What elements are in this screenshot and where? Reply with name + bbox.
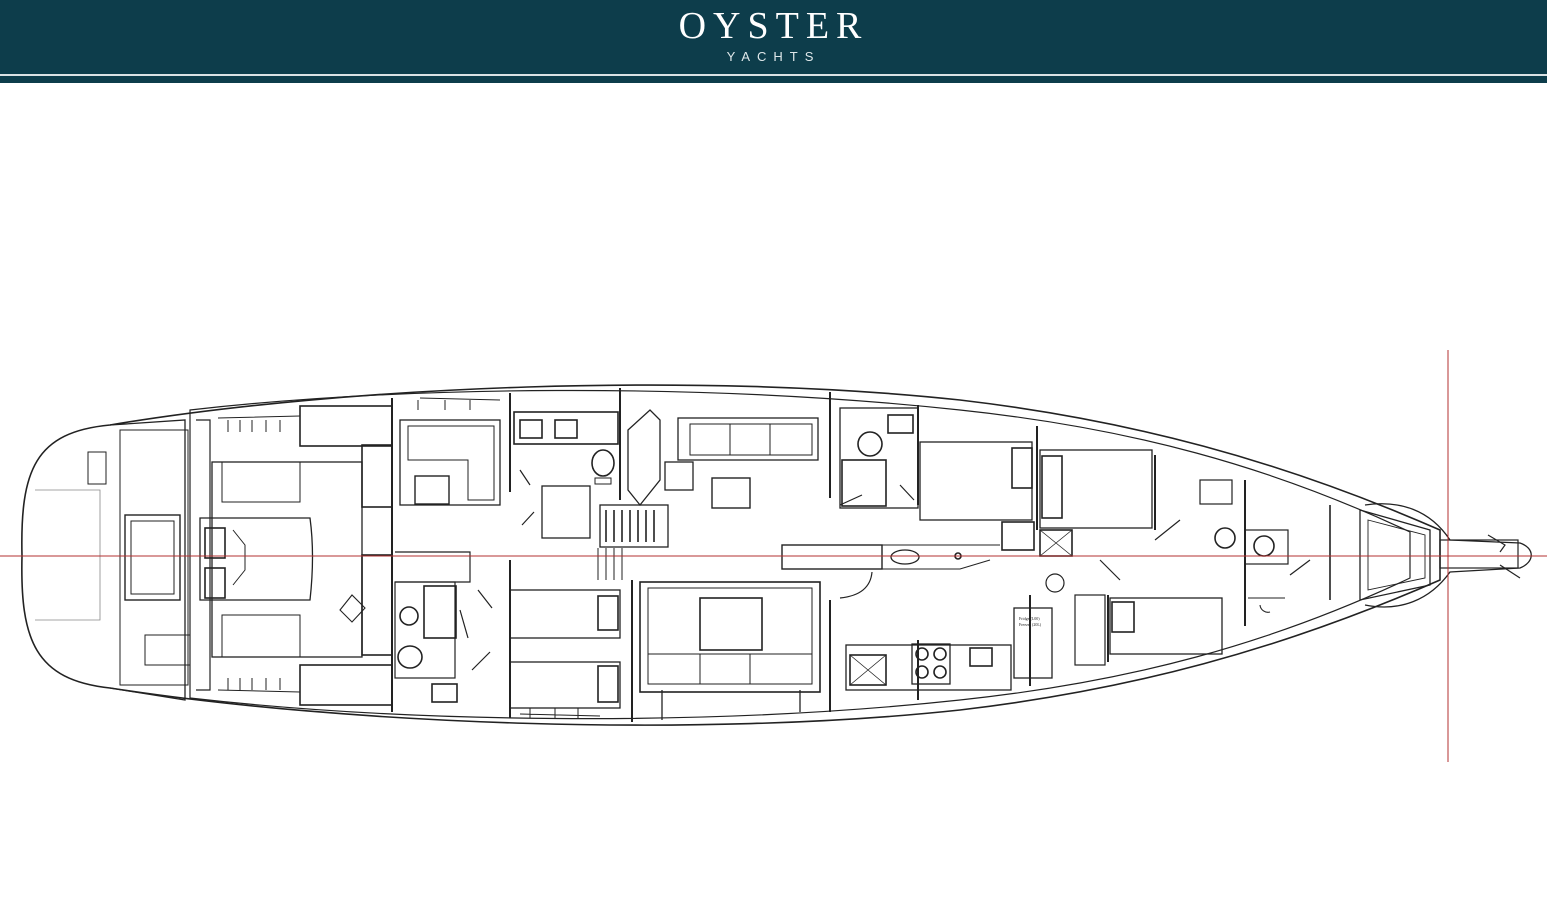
- guest-cabin-port-3: [1109, 597, 1223, 655]
- fridge-label: Fridge (L00): [1019, 616, 1040, 621]
- settee-cushions-aft-port: [217, 678, 301, 693]
- saloon-settee-stbd: [677, 417, 819, 461]
- owner-cabin: [211, 461, 363, 658]
- anchor-roller: [1439, 539, 1519, 569]
- toilet-icon: [591, 449, 615, 477]
- guest-cabin-stbd-1: [919, 441, 1033, 521]
- aft-head-port: [394, 581, 456, 679]
- bow-sprit: [1364, 503, 1532, 608]
- hull-outline: [21, 384, 1441, 726]
- guest-cabin-port-2: [509, 661, 621, 709]
- saloon-table-stbd: [711, 477, 751, 509]
- settee-cushions-aft-stbd: [217, 415, 301, 432]
- swim-platform: [109, 419, 186, 701]
- brand-subtitle: YACHTS: [726, 49, 821, 64]
- mast: [890, 549, 920, 565]
- fridge-freezer: [1013, 607, 1053, 679]
- hull-inner: [189, 389, 1411, 720]
- owner-berth: [199, 517, 314, 601]
- aft-deck-grating: [119, 429, 189, 686]
- dinette-aft: [399, 419, 501, 506]
- bulkhead-3: [619, 388, 633, 722]
- anchor-icon: [1487, 534, 1521, 579]
- galley-stove: [911, 643, 951, 685]
- forepeak: [1359, 509, 1431, 601]
- banner-rule: [0, 74, 1547, 76]
- companionway-steps: [599, 504, 669, 548]
- guest-cabin-stbd-2: [1039, 449, 1153, 529]
- aft-locker: [144, 634, 191, 666]
- brand-logo: OYSTER: [678, 5, 869, 47]
- freezer-label: Freezer (20L): [1019, 622, 1042, 627]
- mast-step: [781, 544, 883, 570]
- bulkhead-7: [1107, 455, 1156, 662]
- fwd-head: [1244, 529, 1289, 565]
- shower-stbd: [541, 485, 591, 539]
- mid-head-stbd: [839, 407, 919, 509]
- galley-counter: [845, 644, 1012, 691]
- saloon-settee-port: [639, 581, 821, 693]
- bulkhead-6: [1029, 426, 1038, 686]
- aft-head-stbd: [513, 411, 619, 445]
- dinette-table-aft: [414, 475, 450, 505]
- header-banner: OYSTER YACHTS: [0, 0, 1547, 83]
- saloon-table-port: [699, 597, 763, 651]
- guest-cabin-port-1: [509, 589, 621, 639]
- aft-hatch: [124, 514, 181, 601]
